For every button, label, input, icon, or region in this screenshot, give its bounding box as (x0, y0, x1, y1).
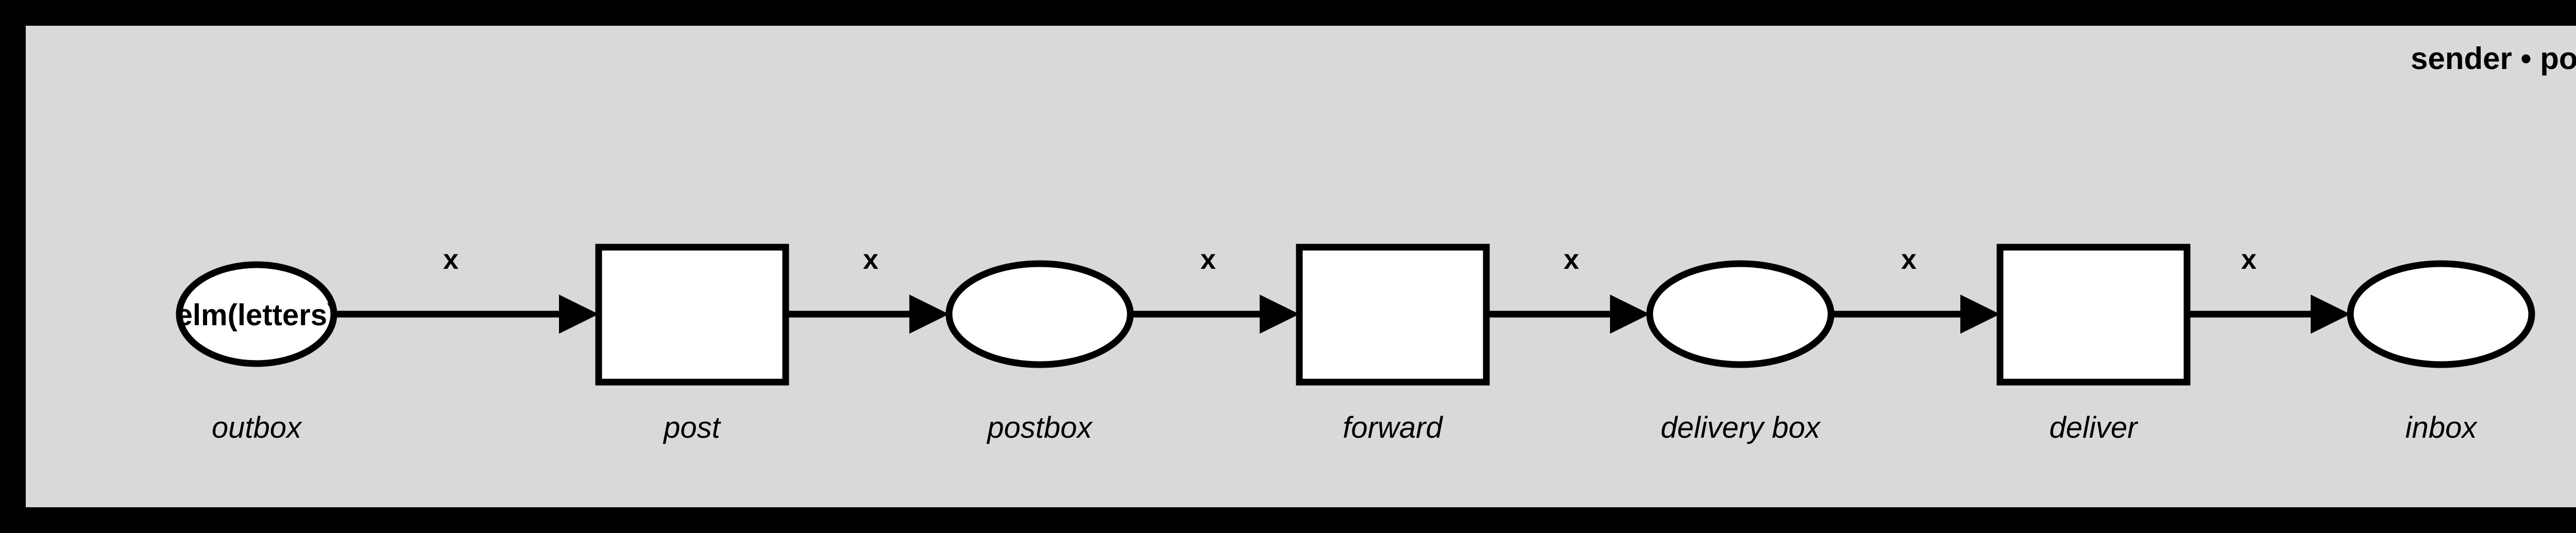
node-shape-rect[interactable] (1996, 244, 2191, 386)
diagram-canvas: sender • postal service • receiver x x x (26, 26, 2576, 507)
arrow-head-icon (909, 295, 949, 334)
header-caption: sender • postal service • receiver (2411, 41, 2576, 76)
edge-label: x (1564, 244, 1579, 275)
arrow-head-icon (2311, 295, 2350, 334)
node-shape-ellipse[interactable] (176, 261, 337, 367)
node-forward[interactable]: forward (1296, 244, 1490, 444)
edge-deliver-inbox: x (2187, 244, 2350, 334)
node-shape-ellipse[interactable] (1646, 260, 1835, 368)
arrow-head-icon (1960, 295, 2000, 334)
edge-deliverybox-deliver: x (1832, 244, 2000, 334)
flow-diagram: x x x x (176, 244, 2535, 444)
node-label: deliver (2049, 411, 2139, 444)
arrow-head-icon (1260, 295, 1299, 334)
node-label: forward (1343, 411, 1443, 444)
node-outbox[interactable]: elm(letters) outbox (176, 261, 337, 444)
node-label: post (663, 411, 722, 444)
node-label: delivery box (1660, 411, 1821, 444)
node-label: postbox (986, 411, 1093, 444)
node-shape-rect[interactable] (595, 244, 789, 386)
node-delivery-box[interactable]: delivery box (1646, 260, 1835, 444)
edge-label: x (863, 244, 878, 275)
edge-forward-deliverybox: x (1486, 244, 1650, 334)
node-shape-ellipse[interactable] (945, 260, 1134, 368)
edge-outbox-post: x (334, 244, 599, 334)
node-label: outbox (212, 411, 302, 444)
arrow-head-icon (559, 295, 599, 334)
node-shape-rect[interactable] (1296, 244, 1490, 386)
edge-label: x (2241, 244, 2257, 275)
node-inbox[interactable]: inbox (2347, 260, 2535, 444)
edge-label: x (1901, 244, 1917, 275)
arrow-head-icon (1610, 295, 1650, 334)
edge-post-postbox: x (786, 244, 949, 334)
node-label: inbox (2405, 411, 2478, 444)
edge-label: x (443, 244, 459, 275)
node-shape-ellipse[interactable] (2347, 260, 2535, 368)
node-deliver[interactable]: deliver (1996, 244, 2191, 444)
node-post[interactable]: post (595, 244, 789, 444)
node-postbox[interactable]: postbox (945, 260, 1134, 444)
node-text: elm(letters) (176, 299, 337, 332)
edge-postbox-forward: x (1131, 244, 1299, 334)
edge-label: x (1200, 244, 1216, 275)
